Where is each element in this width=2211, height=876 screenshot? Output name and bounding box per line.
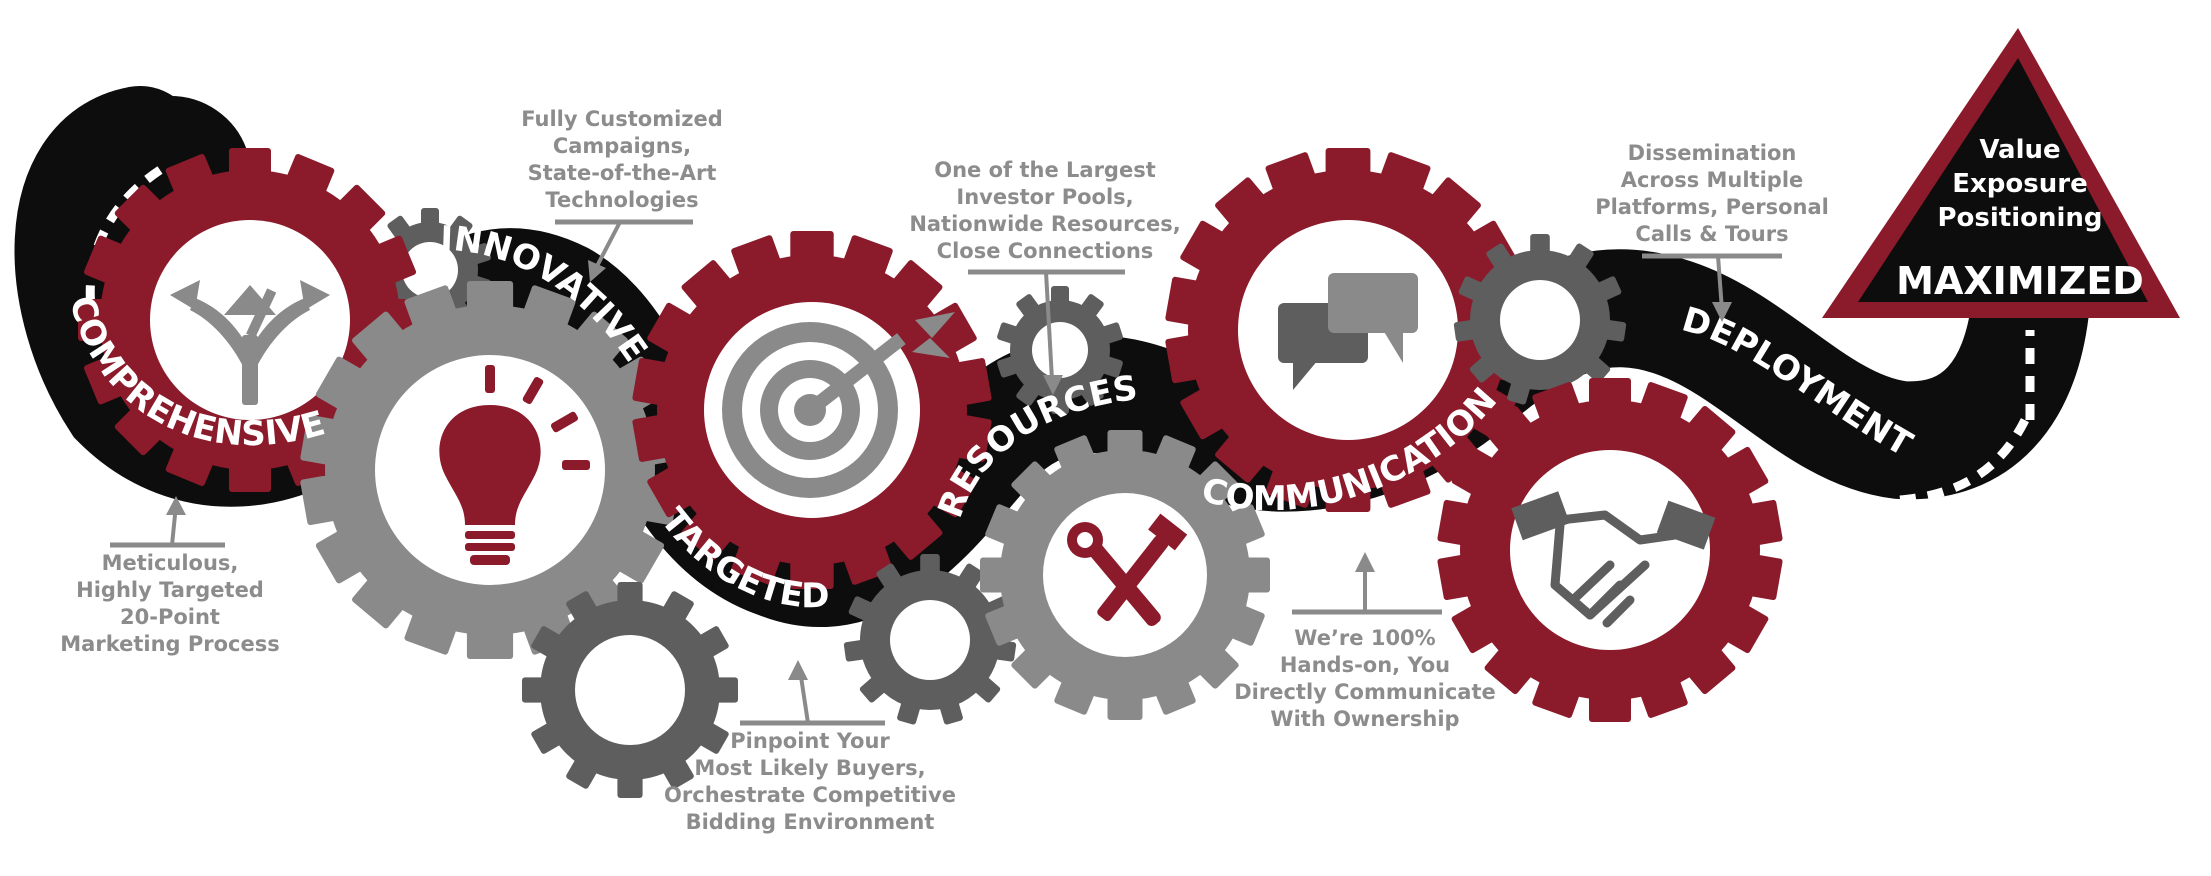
note-communication-line-1: We’re 100% bbox=[1294, 626, 1435, 650]
gear-small-targeted-right bbox=[843, 554, 1017, 725]
arrows-icon bbox=[170, 280, 330, 405]
note-resources-line-4: Close Connections bbox=[937, 239, 1154, 263]
callout-targeted: Pinpoint Your Most Likely Buyers, Orches… bbox=[664, 660, 956, 834]
gear-deployment bbox=[1437, 378, 1783, 722]
note-deployment-line-4: Calls & Tours bbox=[1635, 222, 1788, 246]
gear-small-deployment bbox=[1453, 234, 1627, 405]
note-comprehensive-line-2: Highly Targeted bbox=[76, 578, 264, 602]
note-innovative-line-2: Campaigns, bbox=[553, 134, 691, 158]
note-resources-line-1: One of the Largest bbox=[934, 158, 1156, 182]
goal-arrow: Value Exposure Positioning MAXIMIZED bbox=[1822, 28, 2180, 318]
note-comprehensive-line-1: Meticulous, bbox=[102, 551, 239, 575]
goal-line-value: Value bbox=[1979, 135, 2060, 165]
callout-deployment: Dissemination Across Multiple Platforms,… bbox=[1595, 141, 1829, 322]
goal-line-exposure: Exposure bbox=[1952, 169, 2087, 199]
note-targeted-line-4: Bidding Environment bbox=[686, 810, 935, 834]
callout-communication: We’re 100% Hands-on, You Directly Commun… bbox=[1234, 552, 1496, 731]
note-innovative-line-4: Technologies bbox=[545, 188, 698, 212]
goal-line-positioning: Positioning bbox=[1937, 203, 2102, 233]
note-targeted-line-2: Most Likely Buyers, bbox=[694, 756, 925, 780]
gear-layer bbox=[78, 148, 1783, 798]
callout-innovative: Fully Customized Campaigns, State-of-the… bbox=[521, 107, 723, 282]
note-targeted-line-1: Pinpoint Your bbox=[730, 729, 890, 753]
note-targeted-line-3: Orchestrate Competitive bbox=[664, 783, 956, 807]
gear-innovative bbox=[300, 281, 680, 659]
note-communication-line-4: With Ownership bbox=[1270, 707, 1459, 731]
note-deployment-line-3: Platforms, Personal bbox=[1595, 195, 1829, 219]
callouts: Meticulous, Highly Targeted 20-Point Mar… bbox=[60, 107, 1829, 834]
lightbulb-icon bbox=[439, 365, 590, 565]
note-innovative-line-3: State-of-the-Art bbox=[528, 161, 717, 185]
handshake-icon bbox=[1511, 491, 1716, 628]
note-communication-line-2: Hands-on, You bbox=[1280, 653, 1450, 677]
tools-icon bbox=[1067, 513, 1188, 626]
note-communication-line-3: Directly Communicate bbox=[1234, 680, 1496, 704]
gear-small-targeted-left bbox=[522, 582, 738, 798]
note-deployment-line-1: Dissemination bbox=[1628, 141, 1797, 165]
callout-resources: One of the Largest Investor Pools, Natio… bbox=[909, 158, 1181, 395]
target-icon bbox=[712, 312, 955, 508]
note-deployment-line-2: Across Multiple bbox=[1621, 168, 1804, 192]
note-innovative-line-1: Fully Customized bbox=[521, 107, 723, 131]
note-resources-line-2: Investor Pools, bbox=[956, 185, 1133, 209]
note-comprehensive-line-3: 20-Point bbox=[120, 605, 220, 629]
goal-headline: MAXIMIZED bbox=[1896, 259, 2144, 303]
chat-bubbles-icon bbox=[1278, 273, 1418, 390]
gear-small-resources bbox=[997, 286, 1123, 414]
callout-comprehensive: Meticulous, Highly Targeted 20-Point Mar… bbox=[60, 496, 280, 656]
note-resources-line-3: Nationwide Resources, bbox=[909, 212, 1180, 236]
note-comprehensive-line-4: Marketing Process bbox=[60, 632, 279, 656]
